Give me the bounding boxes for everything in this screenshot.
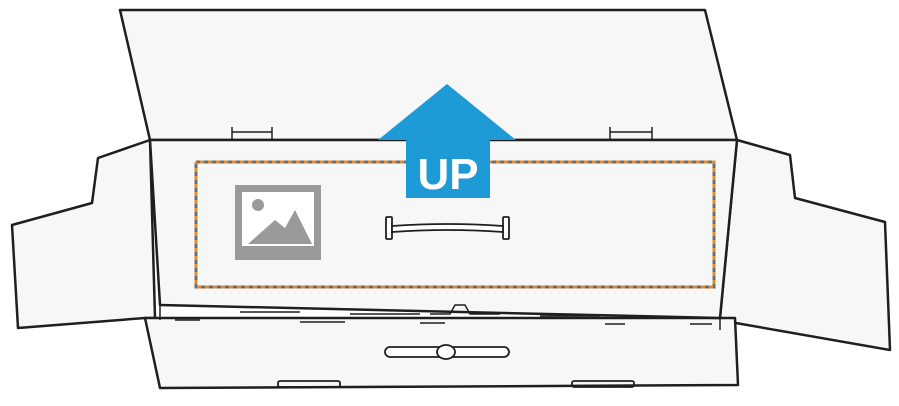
image-placeholder-icon: [235, 185, 321, 260]
up-arrow-icon: UP: [378, 84, 516, 199]
hand-slot-icon: [384, 344, 510, 360]
up-label: UP: [417, 150, 478, 199]
bottom-tabs: [277, 380, 635, 388]
carry-handle-icon: [385, 216, 510, 240]
left-flap: [10, 138, 157, 330]
back-flap-tabs: [231, 127, 653, 140]
fold-line-details: [159, 304, 721, 330]
right-flap: [718, 138, 892, 352]
